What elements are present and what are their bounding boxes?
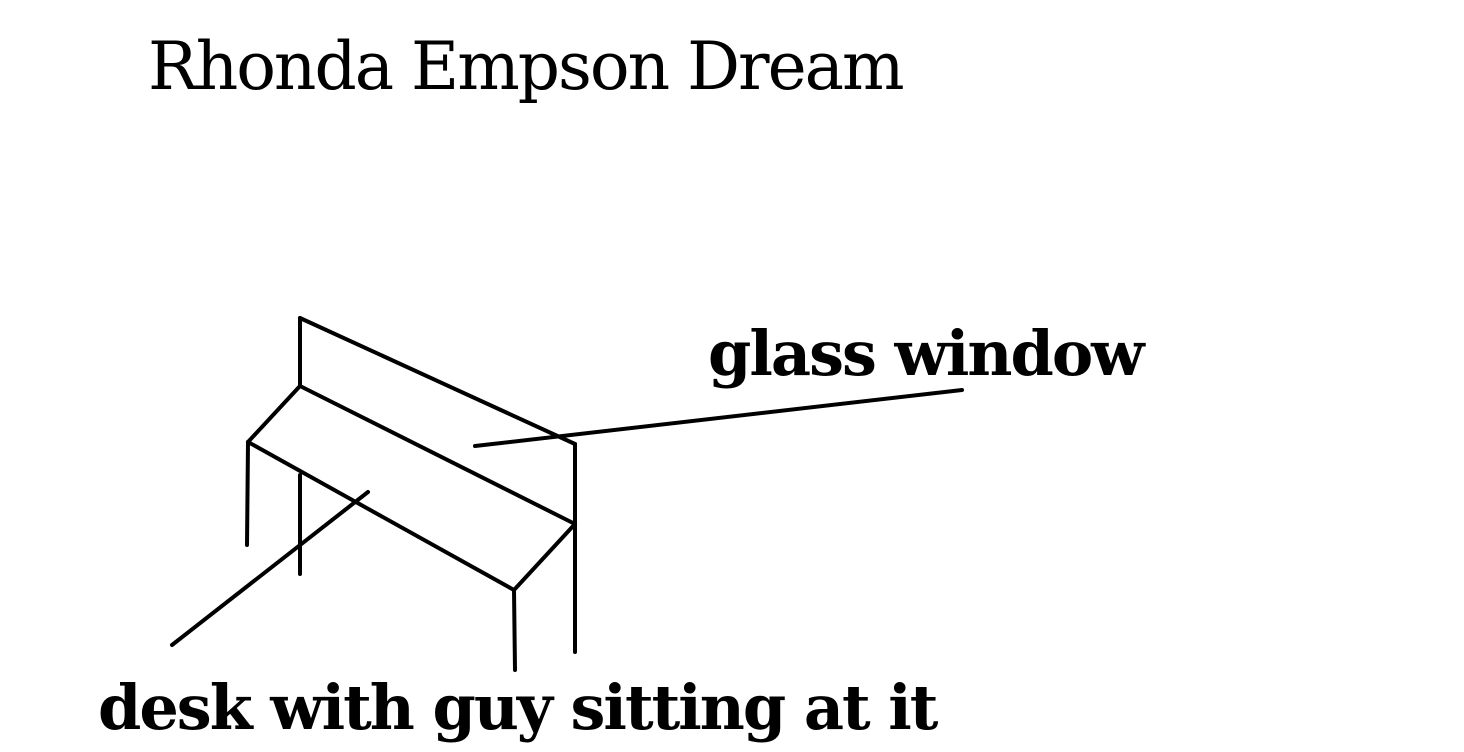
desk-left-side xyxy=(246,384,302,444)
window-top-edge xyxy=(298,316,577,446)
desk-leg-front-left xyxy=(245,440,250,547)
desk-label: desk with guy sitting at it xyxy=(98,671,938,744)
desk-back-edge xyxy=(298,384,577,526)
page-title: Rhonda Empson Dream xyxy=(148,28,905,105)
desk-right-side xyxy=(512,522,577,592)
glass-window-pointer xyxy=(473,388,964,448)
desk-leg-front-right xyxy=(512,588,517,672)
desk-front-edge xyxy=(246,440,516,592)
glass-window-label: glass window xyxy=(708,317,1145,390)
desk-pointer xyxy=(170,490,370,647)
